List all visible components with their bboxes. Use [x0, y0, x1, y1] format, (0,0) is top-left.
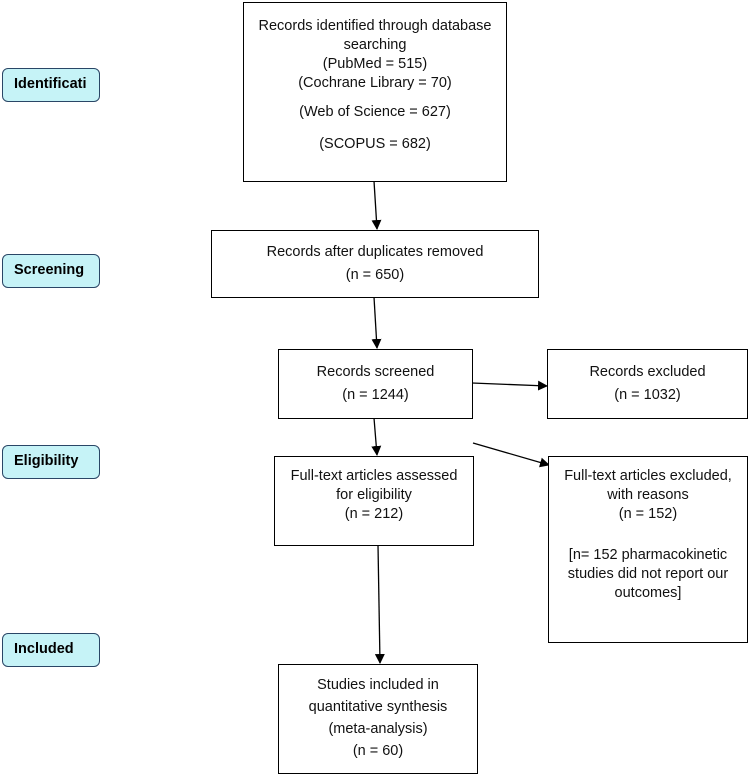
arrow-duplicates-to-screened [371, 296, 382, 349]
records-after-duplicates-box: Records after duplicates removed (n = 65… [211, 230, 539, 298]
arrow-screened-to-excluded [471, 380, 548, 391]
stage-screening: Screening [2, 254, 100, 288]
studies-included-box: Studies included in quantitative synthes… [278, 664, 478, 774]
ft-excluded-line-6: outcomes] [614, 585, 682, 601]
identified-line-2: searching [343, 37, 407, 53]
arrow-fulltext-to-included [374, 544, 385, 664]
screened-line-2: (n = 1244) [342, 387, 409, 403]
stage-eligibility: Eligibility [2, 445, 100, 479]
identified-line-3: (PubMed = 515) [322, 56, 428, 72]
records-excluded-box: Records excluded (n = 1032) [547, 349, 748, 419]
excluded-line-2: (n = 1032) [614, 387, 681, 403]
stage-identification: Identificati [2, 68, 100, 102]
included-line-2: quantitative synthesis [308, 699, 448, 715]
identified-line-4: (Cochrane Library = 70) [298, 75, 452, 91]
records-identified-box: Records identified through database sear… [243, 2, 507, 182]
ft-excluded-line-5: studies did not report our [567, 566, 729, 582]
identified-line-6: (SCOPUS = 682) [319, 136, 431, 152]
identified-line-5: (Web of Science = 627) [299, 104, 451, 120]
assessed-line-1: Full-text articles assessed [290, 468, 458, 484]
identified-line-1: Records identified through database [258, 18, 492, 34]
included-line-3: (meta-analysis) [328, 721, 428, 737]
arrow-identified-to-duplicates [371, 180, 382, 230]
ft-excluded-line-3: (n = 152) [618, 506, 678, 522]
arrow-fulltext-to-excluded [472, 442, 550, 468]
ft-excluded-line-1: Full-text articles excluded, [564, 468, 732, 484]
duplicates-line-2: (n = 650) [345, 267, 405, 283]
included-line-1: Studies included in [317, 677, 439, 693]
assessed-line-3: (n = 212) [344, 506, 404, 522]
ft-excluded-line-2: with reasons [607, 487, 689, 503]
stage-included: Included [2, 633, 100, 667]
included-line-4: (n = 60) [352, 743, 404, 759]
ft-excluded-line-4: [n= 152 pharmacokinetic [568, 547, 728, 563]
fulltext-assessed-box: Full-text articles assessed for eligibil… [274, 456, 474, 546]
screened-line-1: Records screened [316, 364, 435, 380]
arrow-screened-to-fulltext [371, 417, 382, 456]
excluded-line-1: Records excluded [589, 364, 706, 380]
duplicates-line-1: Records after duplicates removed [266, 244, 484, 260]
assessed-line-2: for eligibility [336, 487, 412, 503]
fulltext-excluded-box: Full-text articles excluded, with reason… [548, 456, 748, 643]
records-screened-box: Records screened (n = 1244) [278, 349, 473, 419]
